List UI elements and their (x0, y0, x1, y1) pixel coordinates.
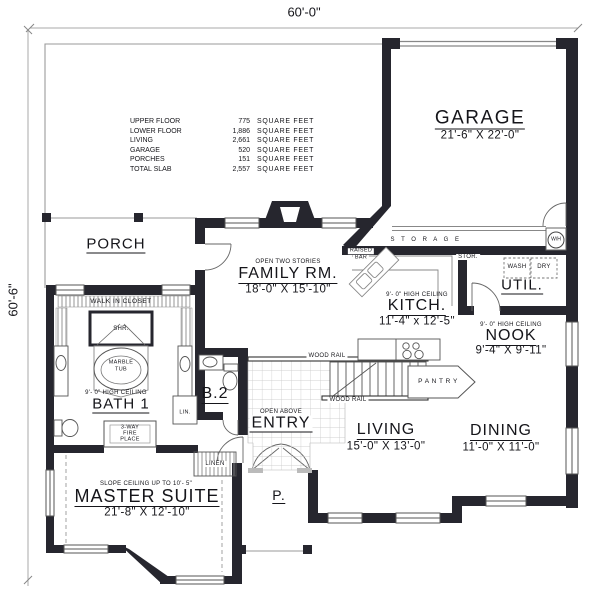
garage-door-lines (400, 40, 556, 47)
room-util: UTIL. (501, 276, 543, 295)
vanities (53, 345, 193, 397)
tub-platform (93, 345, 149, 398)
shower (88, 310, 154, 347)
label-stor: STOR. (456, 254, 480, 260)
room-kitchen-note: 9'- 0" HIGH CEILING (386, 292, 448, 298)
row-value: 2,661 (232, 137, 250, 145)
row-label: GARAGE (130, 146, 160, 154)
row-unit: SQUARE FEET (257, 165, 315, 173)
raised-bar-island (348, 246, 400, 298)
room-front-porch: P. (272, 487, 286, 504)
room-nook-note: 9'- 0" HIGH CEILING (480, 322, 542, 328)
label-wood-rail-top: WOOD RAIL (306, 353, 348, 359)
room-master-dims: 21'-8" X 12'-10" (104, 506, 190, 519)
fireplace-3way-inner (109, 424, 151, 444)
label-marble-tub-1: MARBLE (108, 359, 134, 366)
label-fireplace-3: PLACE (120, 436, 140, 443)
label-water-heater: W/H (551, 236, 561, 243)
label-linen: LINEN (203, 461, 227, 467)
room-family-dims: 18'-0" X 15'-10" (245, 283, 331, 296)
row-unit: SQUARE FEET (257, 127, 315, 135)
table-row: PORCHES 151 SQUARE FEET (130, 155, 314, 165)
row-label: PORCHES (130, 156, 165, 164)
table-row: LOWER FLOOR 1,886 SQUARE FEET (130, 127, 314, 137)
shower-doors (96, 323, 146, 346)
dimension-lines (23, 23, 583, 586)
room-kitchen-dims: 11'-4" x 12'-5" (379, 315, 455, 328)
room-bath1: BATH 1 (92, 395, 150, 414)
row-unit: SQUARE FEET (257, 156, 315, 164)
row-label: LOWER FLOOR (130, 127, 182, 135)
garage-door (400, 38, 556, 49)
room-entry: ENTRY (249, 414, 313, 433)
row-unit: SQUARE FEET (257, 137, 315, 145)
row-label: TOTAL SLAB (130, 165, 172, 173)
marble-tub (93, 347, 149, 391)
room-entry-note: OPEN ABOVE (257, 409, 305, 415)
windows (45, 217, 579, 585)
row-label: LIVING (130, 137, 153, 145)
table-row: TOTAL SLAB 2,557 SQUARE FEET (130, 165, 314, 175)
room-dining-dims: 11'-0" X 11'-0" (462, 441, 540, 454)
label-fireplace-1: 3-WAY (120, 424, 140, 431)
storage-front (392, 226, 546, 231)
room-nook: NOOK (485, 327, 537, 346)
room-master-note: SLOPE CEILING UP TO 10'- 5" (99, 481, 193, 487)
row-value: 1,886 (232, 127, 250, 135)
row-value: 520 (238, 146, 250, 154)
row-value: 151 (238, 156, 250, 164)
row-value: 775 (238, 118, 250, 125)
table-row: LIVING 2,661 SQUARE FEET (130, 136, 314, 146)
room-living-dims: 15'-0" X 13'-0" (346, 440, 426, 453)
pantry-shape (407, 365, 476, 399)
room-garage: GARAGE (434, 107, 526, 130)
room-bath2: B.2 (201, 385, 229, 404)
room-master: MASTER SUITE (74, 486, 220, 507)
walls (46, 38, 578, 584)
label-raised-bar-2: BAR (352, 254, 370, 261)
label-pantry: P A N T R Y (418, 377, 458, 385)
label-fireplace-2: FIRE (123, 430, 137, 437)
cooktop-counter (357, 338, 441, 361)
room-dining: DINING (470, 422, 532, 441)
label-linen-small: LIN. (177, 409, 193, 416)
row-value: 2,557 (232, 165, 250, 173)
water-heater-icon (547, 231, 565, 249)
label-marble-tub-2: TUB (115, 366, 127, 373)
room-family-note: OPEN TWO STORIES (255, 259, 321, 265)
marble-tub-inner (100, 355, 142, 385)
room-nook-dims: 9'-4" X 9'-11" (475, 344, 547, 357)
row-unit: SQUARE FEET (257, 146, 315, 154)
firebox (280, 207, 300, 222)
room-living: LIVING (356, 421, 416, 440)
label-raised-bar-1: RAISED (347, 247, 375, 254)
toilet-bath1 (53, 419, 79, 437)
dim-width: 60'-0" (287, 4, 321, 20)
table-row: GARAGE 520 SQUARE FEET (130, 146, 314, 156)
table-row: UPPER FLOOR 775 SQUARE FEET (130, 117, 314, 127)
dim-height: 60'-6" (5, 283, 21, 317)
bath2-fixtures (198, 354, 239, 391)
garage-service-door (542, 202, 567, 227)
room-kitchen: KITCH. (387, 297, 447, 316)
row-label: UPPER FLOOR (130, 118, 181, 125)
closet-hatch (55, 295, 193, 347)
linen-small-closet (172, 395, 198, 425)
room-bath1-note: 9'- 0" HIGH CEILING (85, 390, 147, 396)
washer-dryer (503, 257, 558, 279)
ceiling-break-lines (65, 455, 223, 572)
label-shower: SHR. (113, 326, 129, 332)
label-walk-in-closet: WALK IN CLOSET (90, 297, 152, 305)
label-wash: WASH (507, 264, 527, 270)
room-porch: PORCH (86, 235, 146, 254)
room-family: FAMILY RM. (238, 265, 338, 284)
entry-thresholds (248, 468, 312, 473)
room-garage-dims: 21'-6" X 22'-0" (440, 129, 520, 142)
label-storage: S T O R A G E (390, 237, 462, 243)
row-unit: SQUARE FEET (257, 118, 315, 125)
label-dry: DRY (537, 264, 551, 270)
label-wood-rail-bottom: WOOD RAIL (327, 397, 369, 403)
